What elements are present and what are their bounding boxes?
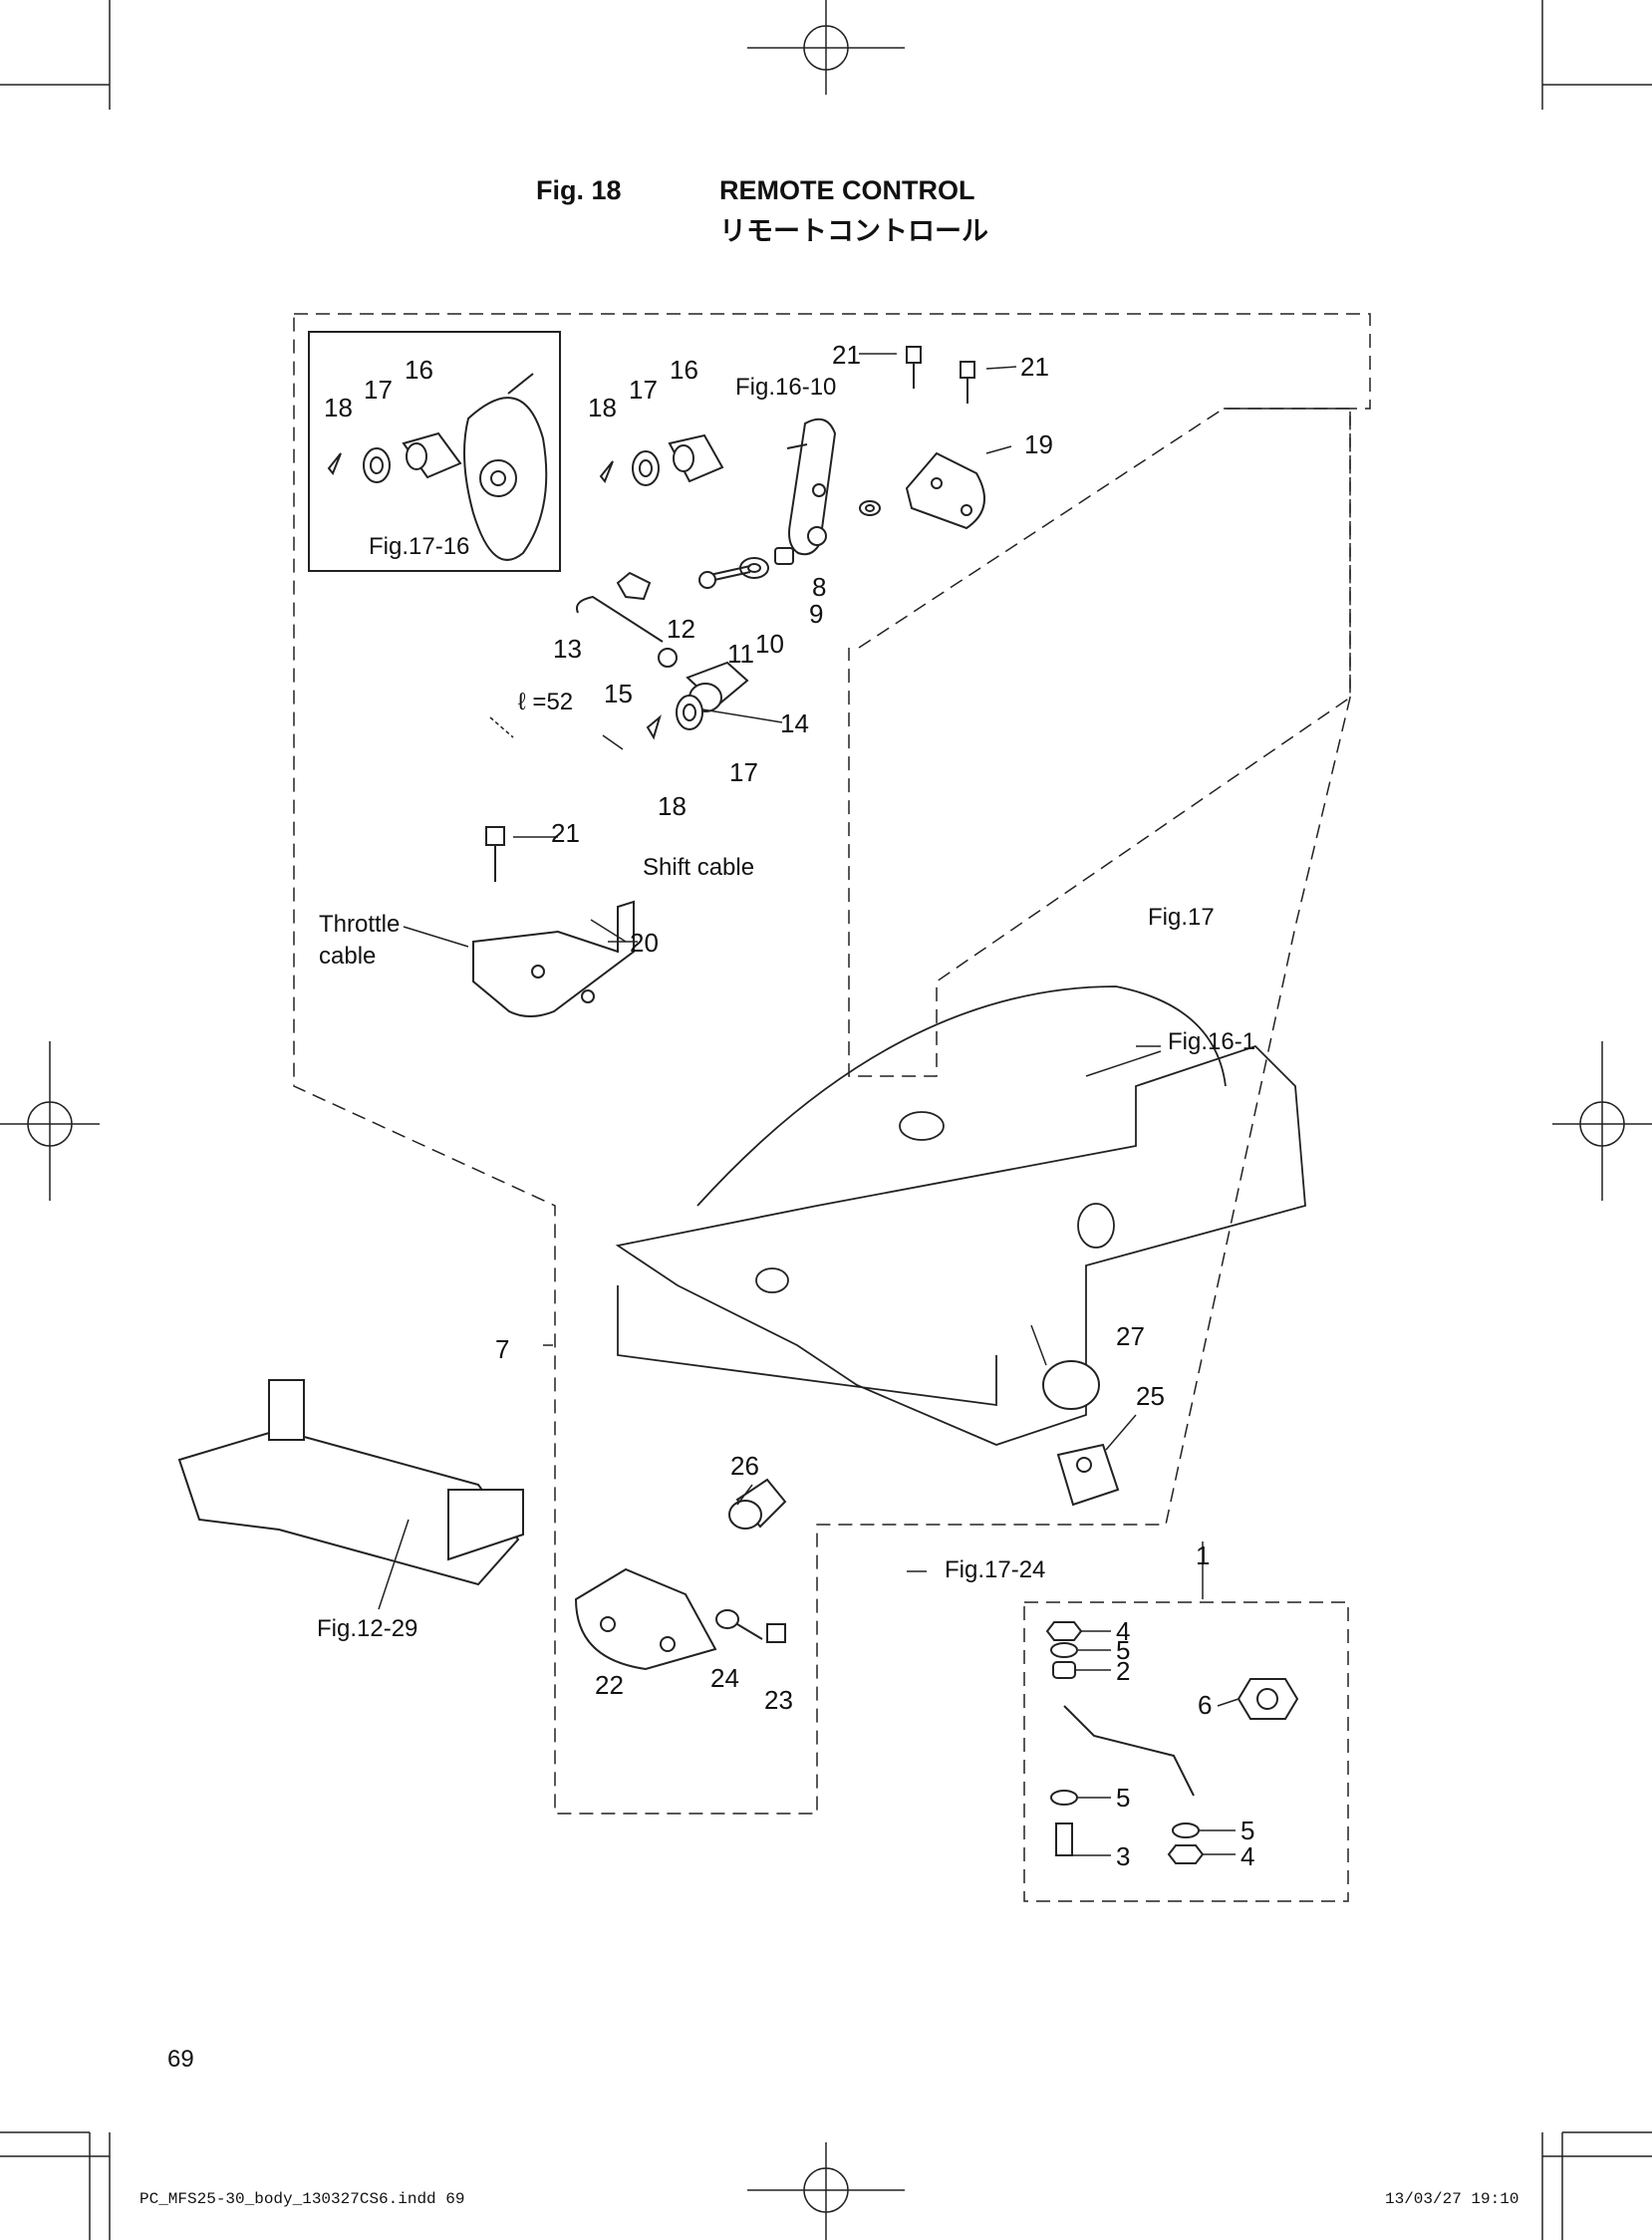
ref-fig12-29: Fig.12-29 bbox=[317, 1615, 417, 1642]
callout-20: 20 bbox=[630, 928, 659, 958]
bracket-19 bbox=[905, 346, 985, 530]
ref-fig17-16: Fig.17-16 bbox=[369, 533, 469, 560]
callout-11: 11 bbox=[727, 639, 754, 669]
callout-16: 16 bbox=[670, 355, 698, 385]
callout-14: 14 bbox=[780, 708, 809, 738]
inset-fig17-16 bbox=[308, 331, 561, 572]
callout-17: 17 bbox=[629, 375, 658, 405]
callout-5: 5 bbox=[1116, 1783, 1130, 1813]
callout-19: 19 bbox=[1024, 429, 1053, 459]
part-1-kit-box bbox=[1023, 1601, 1349, 1902]
registration-mark-left bbox=[0, 1041, 100, 1201]
shift-cable-label: Shift cable bbox=[643, 854, 754, 881]
callout-15: 15 bbox=[604, 679, 633, 708]
ref-fig16-1: Fig.16-1 bbox=[1168, 1028, 1255, 1055]
callout-27: 27 bbox=[1116, 1321, 1145, 1351]
figure-references: Fig.17-16 Fig.16-10 Fig.17 Fig.16-1 Fig.… bbox=[317, 374, 1255, 1642]
callout-26: 26 bbox=[730, 1451, 759, 1481]
callout-24: 24 bbox=[710, 1663, 739, 1693]
ref-fig17: Fig.17 bbox=[1148, 904, 1215, 931]
callout-18: 18 bbox=[658, 791, 687, 821]
length-dimension: ℓ =52 bbox=[518, 689, 573, 715]
linkage-parts bbox=[576, 418, 881, 740]
callout-21: 21 bbox=[1020, 352, 1049, 382]
callout-4: 4 bbox=[1240, 1841, 1254, 1871]
callout-12: 12 bbox=[667, 614, 695, 644]
page-number: 69 bbox=[167, 2046, 194, 2073]
callout-8: 8 bbox=[812, 572, 826, 602]
callout-1: 1 bbox=[1196, 1540, 1210, 1570]
callout-17: 17 bbox=[729, 757, 758, 787]
registration-mark-right bbox=[1552, 1041, 1652, 1201]
small-parts-right bbox=[728, 1360, 1120, 1530]
fig17-region-outline bbox=[848, 408, 1351, 1077]
footer-file-name: PC_MFS25-30_body_130327CS6.indd 69 bbox=[139, 2190, 465, 2208]
callout-10: 10 bbox=[755, 629, 784, 659]
callout-3: 3 bbox=[1116, 1841, 1130, 1871]
callout-7: 7 bbox=[495, 1334, 509, 1364]
assembly-boundaries bbox=[293, 313, 1371, 1902]
callout-9: 9 bbox=[809, 599, 823, 629]
callout-25: 25 bbox=[1136, 1381, 1165, 1411]
part-callouts: 16 17 18 16 17 18 21 21 19 8 9 10 11 12 … bbox=[324, 340, 1254, 1871]
callout-18: 18 bbox=[588, 393, 617, 422]
plate-22-group bbox=[574, 1567, 786, 1671]
callout-18: 18 bbox=[324, 393, 353, 422]
cable-bracket-20 bbox=[472, 826, 635, 1017]
registration-mark-top bbox=[747, 0, 905, 95]
callout-5: 5 bbox=[1116, 1635, 1130, 1665]
callout-2: 2 bbox=[1116, 1656, 1130, 1686]
callout-22: 22 bbox=[595, 1670, 624, 1700]
throttle-cable-label: Throttle bbox=[319, 911, 400, 938]
leader-lines bbox=[378, 353, 1239, 1856]
engine-body bbox=[615, 985, 1306, 1446]
callout-5: 5 bbox=[1240, 1816, 1254, 1845]
registration-mark-bottom bbox=[747, 2142, 905, 2240]
figure-title: REMOTE CONTROL bbox=[719, 175, 975, 205]
ref-fig17-24: Fig.17-24 bbox=[945, 1556, 1045, 1583]
callout-6: 6 bbox=[1198, 1690, 1212, 1720]
ref-fig16-10: Fig.16-10 bbox=[735, 374, 836, 401]
footer-date-time: 13/03/27 19:10 bbox=[1385, 2190, 1519, 2208]
callout-4: 4 bbox=[1116, 1616, 1130, 1646]
kit-1-parts bbox=[1045, 1621, 1299, 1864]
callout-13: 13 bbox=[553, 634, 582, 664]
throttle-cable-label-2: cable bbox=[319, 943, 376, 970]
figure-number: Fig. 18 bbox=[536, 175, 622, 205]
swivel-bracket bbox=[177, 1379, 524, 1586]
callout-23: 23 bbox=[764, 1685, 793, 1715]
figure-title-japanese: リモートコントロール bbox=[719, 216, 988, 247]
callout-21: 21 bbox=[551, 818, 580, 848]
callout-21: 21 bbox=[832, 340, 861, 370]
callout-17: 17 bbox=[364, 375, 393, 405]
lever-8 bbox=[788, 418, 837, 556]
callout-16: 16 bbox=[405, 355, 433, 385]
